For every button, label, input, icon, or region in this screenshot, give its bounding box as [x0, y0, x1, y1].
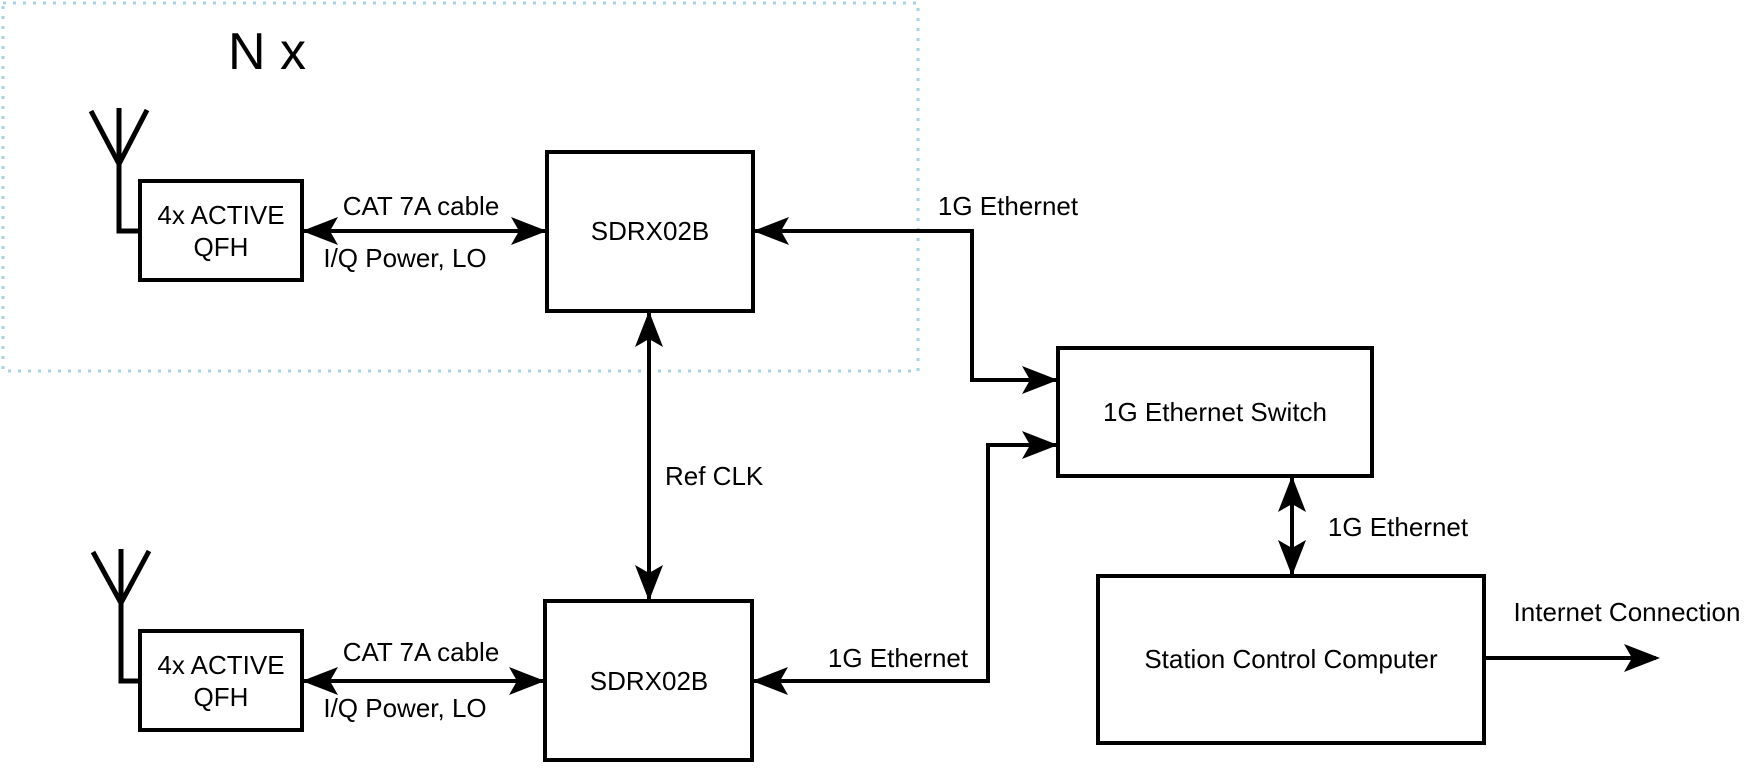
antenna-icon-lines	[88, 108, 150, 234]
arrowhead-right-icon	[1022, 366, 1058, 394]
node-qfh-bottom: 4x ACTIVE QFH	[138, 629, 304, 732]
repeat-group: N x	[1, 1, 920, 373]
sdrx-top-box	[545, 150, 755, 313]
repeat-group-border	[1, 1, 920, 373]
link-cat7a-top: CAT 7A cable I/Q Power, LO	[302, 191, 547, 273]
arrowhead-right-icon	[509, 667, 545, 695]
arrowhead-right-icon	[1022, 431, 1058, 459]
node-ethernet-switch: 1G Ethernet Switch	[1056, 346, 1374, 478]
eth-top-line	[753, 229, 1058, 382]
arrowhead-down-icon	[1278, 540, 1306, 576]
station-computer-box	[1096, 574, 1486, 745]
antenna-icon	[88, 108, 150, 234]
eth-bottom-line	[752, 443, 1058, 683]
qfh-top-label-line1: 4x ACTIVE	[157, 200, 284, 230]
eth-bottom-label: 1G Ethernet	[828, 643, 969, 673]
arrowhead-up-icon	[635, 311, 663, 347]
sdrx-bottom-label: SDRX02B	[590, 666, 709, 696]
station-computer-label: Station Control Computer	[1144, 644, 1438, 674]
node-sdrx-top: SDRX02B	[545, 150, 755, 313]
link-eth-switch-computer: 1G Ethernet	[1278, 476, 1469, 576]
cat7a-top-signal-label: I/Q Power, LO	[323, 243, 486, 273]
repeat-count-label: N x	[228, 23, 306, 81]
link-cat7a-bottom: CAT 7A cable I/Q Power, LO	[302, 637, 545, 723]
cat7a-bottom-cable-label: CAT 7A cable	[343, 637, 500, 667]
node-qfh-top: 4x ACTIVE QFH	[138, 179, 304, 282]
arrowhead-left-icon	[753, 217, 789, 245]
arrowhead-left-icon	[302, 217, 338, 245]
link-eth-bottom: 1G Ethernet	[752, 431, 1058, 695]
cat7a-top-cable-label: CAT 7A cable	[343, 191, 500, 221]
qfh-top-label-line2: QFH	[194, 232, 249, 262]
arrowhead-right-icon	[511, 217, 547, 245]
arrowhead-left-icon	[752, 667, 788, 695]
sdrx-bottom-box	[543, 599, 754, 762]
ethernet-switch-box	[1056, 346, 1374, 478]
eth-top-label: 1G Ethernet	[938, 191, 1079, 221]
arrowhead-up-icon	[1278, 476, 1306, 512]
arrowhead-right-icon	[1624, 644, 1660, 672]
antenna-icon-lines	[90, 549, 152, 684]
antenna-icon	[90, 549, 152, 684]
node-station-computer: Station Control Computer	[1096, 574, 1486, 745]
cat7a-bottom-signal-label: I/Q Power, LO	[323, 693, 486, 723]
qfh-bottom-label-line2: QFH	[194, 682, 249, 712]
arrowhead-left-icon	[302, 667, 338, 695]
ethernet-switch-label: 1G Ethernet Switch	[1103, 397, 1327, 427]
node-sdrx-bottom: SDRX02B	[543, 599, 754, 762]
link-internet: Internet Connection	[1484, 597, 1740, 672]
link-ref-clk: Ref CLK	[635, 311, 764, 601]
sdrx-top-label: SDRX02B	[591, 216, 710, 246]
ref-clk-label: Ref CLK	[665, 461, 764, 491]
qfh-bottom-box	[138, 629, 304, 732]
link-eth-top: 1G Ethernet	[753, 191, 1079, 394]
arrowhead-down-icon	[635, 565, 663, 601]
internet-label: Internet Connection	[1514, 597, 1741, 627]
qfh-bottom-label-line1: 4x ACTIVE	[157, 650, 284, 680]
eth-switch-computer-label: 1G Ethernet	[1328, 512, 1469, 542]
qfh-top-box	[138, 179, 304, 282]
